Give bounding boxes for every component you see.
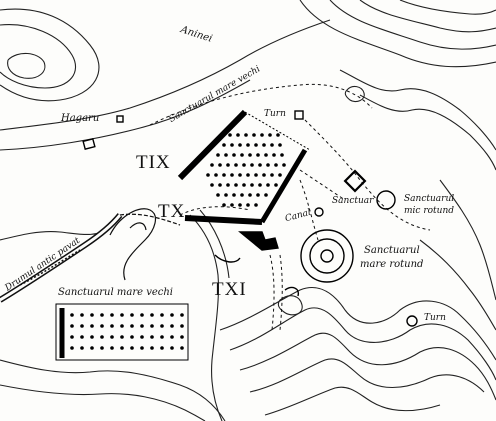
label-tower-1: Turn	[264, 109, 286, 119]
label-small-round-1: Sanctuarul	[404, 194, 455, 204]
label-tix: TIX	[136, 152, 171, 173]
sanctuary-lower-left	[55, 303, 189, 361]
rock-outline	[284, 286, 299, 297]
label-tx: TX	[158, 201, 186, 222]
big-round-middle-ring	[309, 238, 345, 274]
ancient-road	[0, 213, 181, 303]
gully	[109, 208, 157, 281]
sanctuary-tix	[177, 109, 311, 225]
tower-2-icon	[406, 315, 418, 327]
big-round-inner-ring	[320, 249, 334, 263]
label-small-sanctuary: Sanctuar	[332, 196, 374, 206]
tower-1-icon	[294, 110, 304, 120]
path-curve	[214, 254, 241, 263]
label-big-round-1: Sanctuarul	[364, 245, 420, 256]
small-round-sanctuary-icon	[376, 190, 396, 210]
label-tower-2: Turn	[424, 313, 446, 323]
small-building-hagaru	[116, 115, 124, 123]
trails	[149, 83, 431, 331]
label-big-round-2: mare rotund	[360, 259, 424, 270]
structures	[82, 110, 418, 327]
label-txi: TXI	[212, 279, 247, 300]
label-sanctuary-lower: Sanctuarul mare vechi	[58, 287, 173, 298]
small-building-left	[82, 137, 96, 151]
small-sanctuary-icon	[343, 169, 367, 193]
big-round-outer-ring	[300, 229, 354, 283]
label-hagaru: Hagaru	[61, 113, 100, 124]
label-small-round-2: mic rotund	[404, 206, 455, 216]
canal-marker	[314, 207, 324, 217]
gate-structure	[238, 231, 279, 251]
